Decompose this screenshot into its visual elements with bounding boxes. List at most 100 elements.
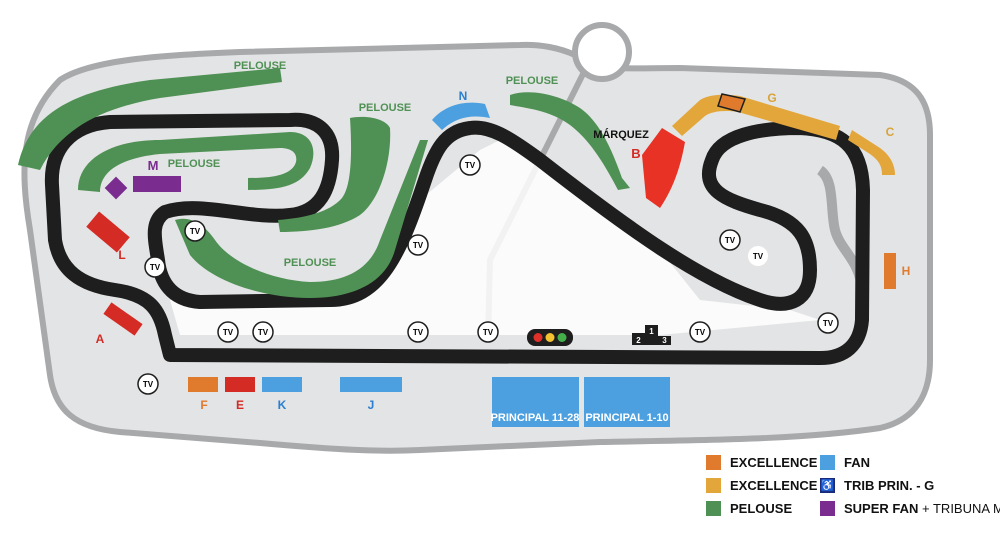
legend-label-suffix: + TRIBUNA M <box>918 501 1000 516</box>
podium-1: 1 <box>649 327 654 336</box>
podium-2: 2 <box>636 336 641 345</box>
pelouse-zone-2 <box>78 132 314 192</box>
label-h: H <box>902 264 911 278</box>
tv-icon: TV <box>459 154 481 176</box>
legend-swatch <box>706 478 721 493</box>
tv-icon: TV <box>144 256 166 278</box>
svg-text:TV: TV <box>725 236 736 245</box>
label-g: G <box>767 91 776 105</box>
label-e: E <box>236 398 244 412</box>
label-k: K <box>278 398 287 412</box>
svg-text:TV: TV <box>413 328 424 337</box>
label-pelouse-3: PELOUSE <box>359 102 412 114</box>
stand-l <box>86 211 130 253</box>
legend-label: TRIB PRIN. - G <box>844 478 935 493</box>
stand-m-small <box>104 176 128 200</box>
legend-item-trib-prin: ♿ TRIB PRIN. - G <box>820 478 934 493</box>
roundabout <box>572 22 632 82</box>
legend-swatch <box>706 455 721 470</box>
label-pelouse-4: PELOUSE <box>168 158 221 170</box>
label-n: N <box>459 89 468 103</box>
stand-principal-1-10 <box>584 377 670 407</box>
stand-a <box>103 302 143 336</box>
legend-swatch <box>820 501 835 516</box>
race-track <box>44 112 870 365</box>
tv-icon: TV <box>217 321 239 343</box>
legend-swatch <box>706 501 721 516</box>
svg-text:TV: TV <box>753 252 764 261</box>
tv-icon: TV <box>477 321 499 343</box>
stand-principal-1-10-label-bg <box>584 407 670 427</box>
light-green <box>557 333 567 342</box>
legend-label: EXCELLENCE + <box>730 455 829 470</box>
tv-icon: TV <box>689 321 711 343</box>
stand-principal-11-28-label-bg <box>492 407 579 427</box>
label-marquez: MÁRQUEZ <box>593 128 649 141</box>
light-yellow <box>545 333 555 342</box>
label-j: J <box>368 398 375 412</box>
svg-text:TV: TV <box>823 319 834 328</box>
label-pelouse-5: PELOUSE <box>284 257 337 269</box>
label-pelouse-1: PELOUSE <box>234 60 287 72</box>
label-c: C <box>886 125 895 139</box>
legend-label: PELOUSE <box>730 501 793 516</box>
svg-text:TV: TV <box>258 328 269 337</box>
legend: EXCELLENCE + EXCELLENCE PELOUSE FAN ♿ TR… <box>706 455 1000 537</box>
svg-text:TV: TV <box>190 227 201 236</box>
svg-text:TV: TV <box>143 380 154 389</box>
pelouse-zone-5 <box>510 92 630 190</box>
label-f: F <box>200 398 207 412</box>
pelouse-zone-1 <box>18 68 282 170</box>
label-l: L <box>118 248 125 262</box>
legend-item-pelouse: PELOUSE <box>706 501 792 516</box>
infield <box>170 140 820 335</box>
pelouse-zone-3 <box>278 116 391 232</box>
tv-icon: TV <box>407 321 429 343</box>
svg-text:TV: TV <box>695 328 706 337</box>
tv-icon: TV <box>184 220 206 242</box>
stand-c <box>848 130 895 175</box>
legend-item-fan: FAN <box>820 455 870 470</box>
svg-text:TV: TV <box>413 241 424 250</box>
stand-f <box>188 377 218 392</box>
tv-icon: TV <box>719 229 741 251</box>
label-b: B <box>631 146 640 161</box>
stand-j <box>340 377 402 392</box>
stand-g-plus <box>717 93 747 113</box>
stand-h <box>884 253 896 289</box>
stand-n <box>432 102 490 130</box>
stand-b <box>642 128 685 208</box>
label-m: M <box>148 158 159 173</box>
tv-icon: TV <box>407 234 429 256</box>
svg-text:TV: TV <box>483 328 494 337</box>
tv-markers: TV TV TV TV TV TV TV TV TV TV TV TV TV <box>137 154 839 395</box>
stand-m <box>133 176 181 192</box>
tv-icon: TV <box>252 321 274 343</box>
stand-k <box>262 377 302 392</box>
legend-item-excellence: EXCELLENCE <box>706 478 817 493</box>
stand-e <box>225 377 255 392</box>
svg-text:TV: TV <box>465 161 476 170</box>
podium-3: 3 <box>662 336 667 345</box>
light-red <box>533 333 543 342</box>
legend-label: FAN <box>844 455 870 470</box>
wheelchair-icon: ♿ <box>820 478 835 493</box>
label-a: A <box>96 332 105 346</box>
stand-g <box>672 94 840 140</box>
label-pelouse-2: PELOUSE <box>506 75 559 87</box>
svg-text:TV: TV <box>223 328 234 337</box>
legend-item-excellence-plus: EXCELLENCE + <box>706 455 829 470</box>
tv-icon: TV <box>137 373 159 395</box>
legend-item-super-fan: SUPER FAN + TRIBUNA M <box>820 501 1000 516</box>
stand-principal-11-28 <box>492 377 579 407</box>
legend-label: SUPER FAN <box>844 501 919 516</box>
podium-icon: 1 2 3 <box>632 325 671 345</box>
tv-icon: TV <box>817 312 839 334</box>
label-principal-11-28: PRINCIPAL 11-28 <box>491 412 580 424</box>
label-principal-1-10: PRINCIPAL 1-10 <box>585 412 668 424</box>
legend-swatch <box>820 455 835 470</box>
legend-label: EXCELLENCE <box>730 478 818 493</box>
tv-icon: TV <box>748 246 768 266</box>
svg-text:TV: TV <box>150 263 161 272</box>
